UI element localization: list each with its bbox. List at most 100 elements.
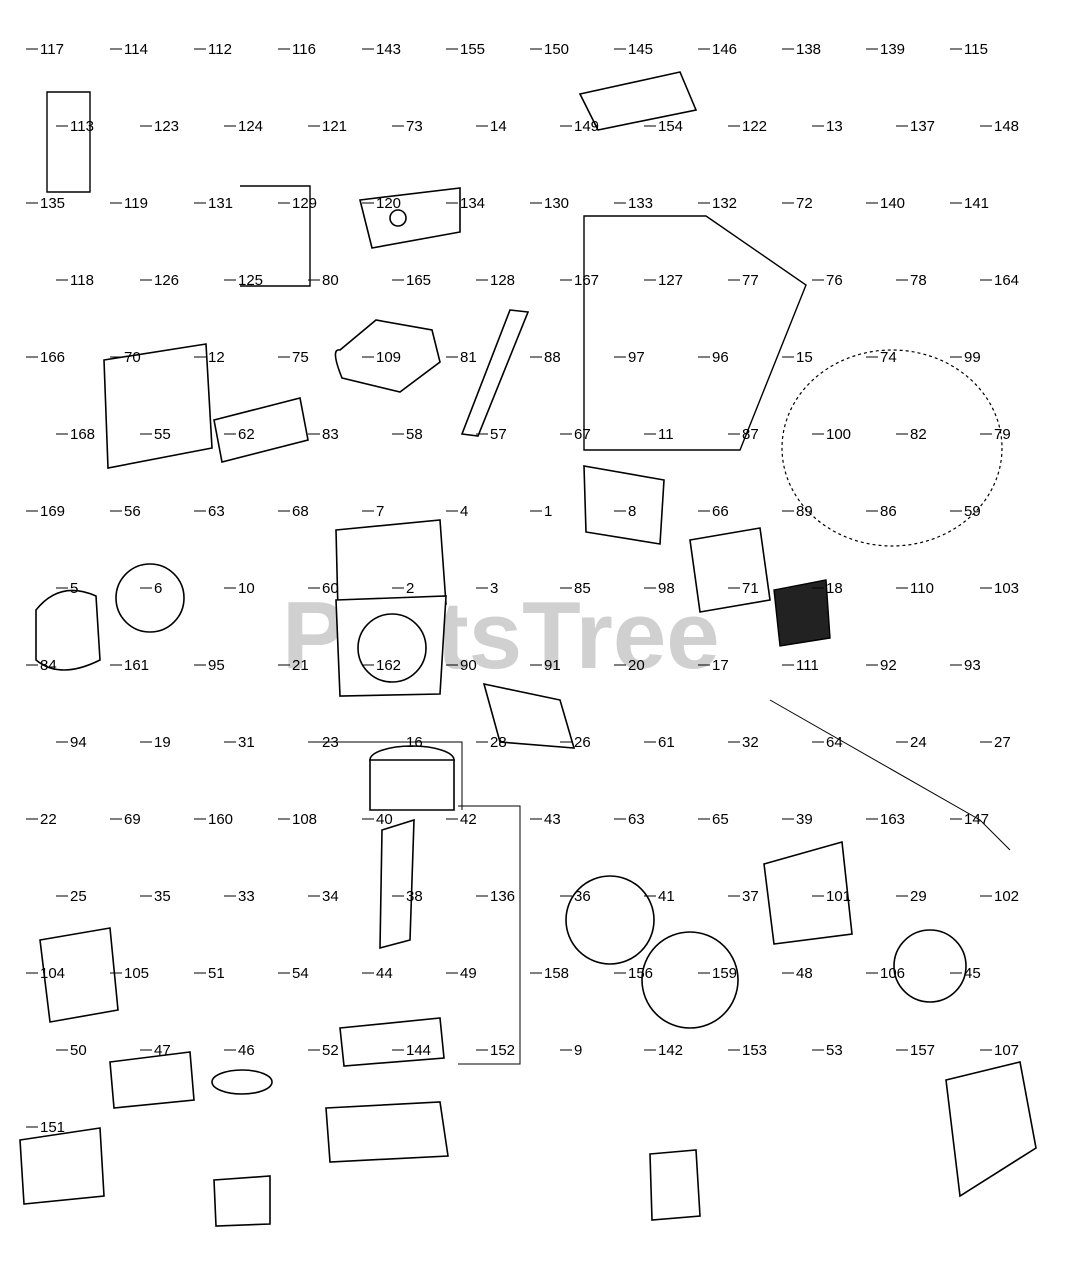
callout-label: 59 [964,503,981,520]
callout-label: 21 [292,657,309,674]
gasket-158 [339,1017,445,1067]
group-outlines [46,91,1011,1065]
callout-label: 99 [964,349,981,366]
callout-label: 74 [880,349,897,366]
callout-label: 143 [376,41,401,58]
callout-label: 7 [376,503,384,520]
callout-label: 75 [292,349,309,366]
filter-part-155 [578,71,698,131]
ring-gear-108 [565,875,655,965]
callout-label: 3 [490,580,498,597]
callout-label: 77 [742,272,759,289]
callout-label: 9 [574,1042,582,1059]
callout-label: 33 [238,888,255,905]
callout-label: 112 [208,41,232,58]
callout-label: 118 [70,272,94,289]
screen-147 [893,929,967,1003]
callout-label: 82 [910,426,927,443]
dipstick-kit-box [583,215,807,451]
air-cover-5 [35,589,101,671]
carburetor-43 [39,927,119,1023]
callout-label: 15 [796,349,813,366]
callout-label: 41 [658,888,675,905]
callout-label: 123 [154,118,179,135]
callout-label: 52 [322,1042,339,1059]
callout-label: 153 [742,1042,767,1059]
callout-label: 110 [910,580,934,597]
callout-label: 164 [994,272,1019,289]
callout-label: 149 [574,118,599,135]
callout-label: 10 [238,580,255,597]
callout-label: 155 [460,41,485,58]
callout-label: 147 [964,811,989,828]
callout-label: 12 [208,349,225,366]
callout-label: 151 [40,1119,65,1136]
callout-label: 79 [994,426,1011,443]
callout-label: 13 [826,118,843,135]
callout-label: 95 [208,657,225,674]
callout-label: 162 [376,657,401,674]
cover-part-15 [103,343,213,469]
callout-label: 63 [628,811,645,828]
callout-label: 88 [544,349,561,366]
callout-label: 58 [406,426,423,443]
callout-label: 16 [406,734,423,751]
callout-label: 1 [544,503,552,520]
callout-label: 20 [628,657,645,674]
callout-label: 11 [658,426,674,443]
callout-label: 136 [490,888,515,905]
callout-label: 160 [208,811,233,828]
callout-label: 86 [880,503,897,520]
callout-label: 90 [460,657,477,674]
callout-label: 101 [826,888,851,905]
callout-label: 148 [994,118,1019,135]
callout-label: 4 [460,503,468,520]
bracket-161 [320,741,463,810]
callout-label: 83 [322,426,339,443]
callout-label: 166 [40,349,65,366]
armature-89 [773,579,831,647]
bore-circle [357,613,427,683]
callout-label: 47 [154,1042,171,1059]
fuel-pump-47 [19,1127,105,1205]
callout-label: 128 [490,272,515,289]
callout-label: 55 [154,426,171,443]
callout-label: 48 [796,965,813,982]
callout-label: 39 [796,811,813,828]
bracket-93 [769,699,1011,851]
callout-label: 24 [910,734,927,751]
starter-housing [689,527,771,613]
solenoid-153 [649,1149,701,1221]
callout-label: 27 [994,734,1011,751]
callout-label: 100 [826,426,851,443]
linkage-box-124 [46,91,91,193]
callout-label: 145 [628,41,653,58]
callout-label: 65 [712,811,729,828]
bracket-part-13 [359,187,461,249]
callout-label: 89 [796,503,813,520]
callout-label: 157 [910,1042,935,1059]
callout-label: 38 [406,888,423,905]
callout-label: 137 [910,118,935,135]
callout-label: 124 [238,118,263,135]
callout-label: 70 [124,349,141,366]
callout-label: 126 [154,272,179,289]
callout-label: 69 [124,811,141,828]
callout-label: 94 [70,734,87,751]
callout-label: 76 [826,272,843,289]
callout-label: 144 [406,1042,431,1059]
callout-label: 161 [124,657,149,674]
callout-label: 106 [880,965,905,982]
crankshaft-71 [482,682,576,749]
box-part-54 [109,1051,195,1109]
callout-label: 37 [742,888,759,905]
callout-label: 163 [880,811,905,828]
bracket-120 [240,185,311,287]
callout-label: 80 [322,272,339,289]
callout-label: 62 [238,426,255,443]
callout-label: 17 [712,657,729,674]
callout-label: 135 [40,195,65,212]
callout-label: 156 [628,965,653,982]
callout-label: 159 [712,965,737,982]
